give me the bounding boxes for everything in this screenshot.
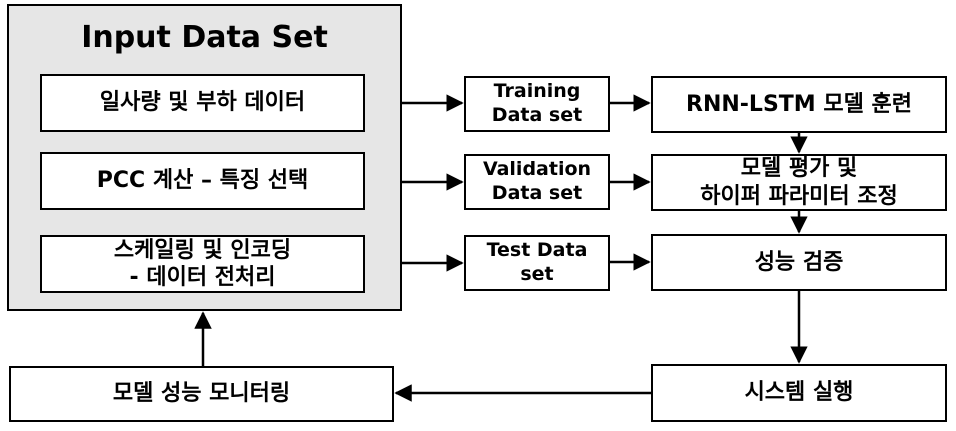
training-data-set-line2: Data set	[491, 104, 583, 126]
validation-data-set-line1: Validation	[482, 158, 592, 181]
system-execution-label: 시스템 실행	[744, 380, 854, 406]
test-data-set-line1: Test Data	[486, 239, 588, 262]
rnn-lstm-training-label: RNN-LSTM 모델 훈련	[686, 91, 912, 117]
hyperparameter-tuning-label: 하이퍼 파라미터 조정	[700, 183, 898, 209]
model-evaluation-tuning-box: 모델 평가 및 하이퍼 파라미터 조정	[651, 154, 947, 211]
performance-validation-label: 성능 검증	[754, 249, 844, 275]
rnn-lstm-training-box: RNN-LSTM 모델 훈련	[651, 76, 947, 133]
step-scaling-encoding-label: 스케일링 및 인코딩	[113, 237, 292, 263]
validation-data-set-line2: Data set	[491, 182, 583, 204]
step-pcc-feature-selection-label: PCC 계산 – 특징 선택	[96, 168, 309, 194]
training-data-set-line1: Training	[493, 80, 581, 103]
model-performance-monitoring-label: 모델 성능 모니터링	[112, 381, 291, 407]
training-data-set-box: Training Data set	[464, 76, 610, 132]
step-scaling-encoding: 스케일링 및 인코딩 - 데이터 전처리	[40, 235, 365, 293]
validation-data-set-box: Validation Data set	[464, 154, 610, 210]
step-preprocessing-label: - 데이터 전처리	[129, 265, 276, 290]
test-data-set-line2: set	[520, 263, 554, 285]
model-evaluation-label: 모델 평가 및	[740, 156, 858, 181]
step-irradiance-load-data-label: 일사량 및 부하 데이터	[99, 90, 306, 116]
performance-validation-box: 성능 검증	[651, 234, 947, 291]
test-data-set-box: Test Data set	[464, 235, 610, 291]
input-data-set-title: Input Data Set	[81, 20, 328, 55]
model-performance-monitoring-box: 모델 성능 모니터링	[9, 366, 394, 422]
step-irradiance-load-data: 일사량 및 부하 데이터	[40, 74, 365, 132]
step-pcc-feature-selection: PCC 계산 – 특징 선택	[40, 152, 365, 210]
system-execution-box: 시스템 실행	[651, 364, 947, 422]
